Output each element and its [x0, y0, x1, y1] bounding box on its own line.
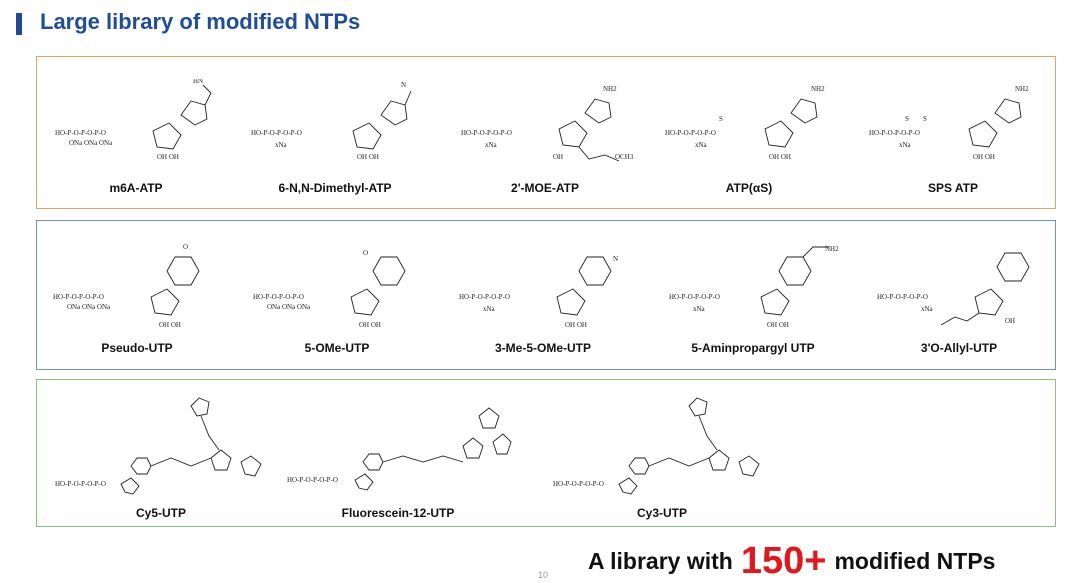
callout-count: 150+: [740, 540, 827, 582]
molecule-structure: HO-P-O-P-O-P-O: [553, 397, 760, 495]
molecule-structure: HO-P-O-P-O-P-O xNa N OH OH: [251, 81, 412, 161]
molecule-card: HO-P-O-P-O-P-O xNa OH 3'O-Allyl-UTP: [871, 241, 1047, 355]
molecule-label: 3'O-Allyl-UTP: [920, 341, 998, 355]
molecule-structure: HO-P-O-P-O-P-O: [55, 397, 262, 495]
svg-text:OH OH: OH OH: [565, 321, 587, 329]
molecule-card: HO-P-O-P-O-P-O ONa ONa ONa O OH OH 5-OMe…: [247, 241, 427, 355]
svg-text:OH OH: OH OH: [767, 321, 789, 329]
page-number: 10: [538, 570, 549, 580]
molecule-label: 3-Me-5-OMe-UTP: [494, 341, 591, 355]
svg-text:N: N: [401, 81, 406, 89]
svg-text:HO-P-O-P-O-P-O: HO-P-O-P-O-P-O: [253, 293, 304, 301]
svg-text:O: O: [363, 249, 368, 257]
svg-text:HO-P-O-P-O-P-O: HO-P-O-P-O-P-O: [53, 293, 104, 301]
callout-prefix: A library with: [588, 548, 733, 574]
molecule-label: 2'-MOE-ATP: [511, 181, 579, 195]
molecule-card: HO-P-O-P-O-P-O S xNa NH2 OH OH ATP(αS): [659, 79, 839, 195]
svg-text:OH OH: OH OH: [359, 321, 381, 329]
molecule-structure: HO-P-O-P-O-P-O S S xNa NH2 OH OH: [869, 85, 1029, 161]
svg-text:OH OH: OH OH: [973, 153, 995, 161]
molecule-label: 5-Aminpropargyl UTP: [691, 341, 815, 355]
svg-text:ONa ONa ONa: ONa ONa ONa: [67, 303, 111, 311]
molecule-label: 6-N,N-Dimethyl-ATP: [278, 181, 392, 195]
molecule-structure: HO-P-O-P-O-P-O ONa ONa ONa HN OH OH: [55, 79, 212, 161]
molecule-label: SPS ATP: [927, 181, 978, 195]
molecule-label: Pseudo-UTP: [101, 341, 173, 355]
svg-text:OH OH: OH OH: [769, 153, 791, 161]
library-size-callout: A library with 150+ modified NTPs: [588, 540, 995, 583]
svg-text:xNa: xNa: [485, 141, 498, 149]
molecule-card: HO-P-O-P-O-P-O Fluorescein-12-UTP: [283, 386, 513, 520]
molecule-label: Cy5-UTP: [135, 506, 186, 520]
molecule-label: 5-OMe-UTP: [304, 341, 370, 355]
svg-text:HO-P-O-P-O-P-O: HO-P-O-P-O-P-O: [459, 293, 510, 301]
svg-text:OH: OH: [1005, 317, 1015, 325]
svg-text:HO-P-O-P-O-P-O: HO-P-O-P-O-P-O: [251, 129, 302, 137]
svg-text:OCH3: OCH3: [615, 153, 634, 161]
svg-text:HO-P-O-P-O-P-O: HO-P-O-P-O-P-O: [877, 293, 928, 301]
svg-text:HO-P-O-P-O-P-O: HO-P-O-P-O-P-O: [55, 129, 106, 137]
svg-text:ONa ONa ONa: ONa ONa ONa: [69, 139, 113, 147]
molecule-card: HO-P-O-P-O-P-O S S xNa NH2 OH OH SPS ATP: [863, 79, 1043, 195]
molecule-card: HO-P-O-P-O-P-O Cy3-UTP: [549, 386, 775, 520]
molecule-structure: HO-P-O-P-O-P-O xNa NH2 OH OH: [669, 245, 839, 329]
svg-text:N: N: [613, 255, 618, 263]
svg-text:OH OH: OH OH: [159, 321, 181, 329]
molecule-card: HO-P-O-P-O-P-O xNa NH2 OH OCH3 2'-MOE-AT…: [455, 79, 635, 195]
callout-suffix: modified NTPs: [834, 548, 996, 574]
svg-text:HO-P-O-P-O-P-O: HO-P-O-P-O-P-O: [55, 480, 106, 488]
molecule-structure: HO-P-O-P-O-P-O xNa N OH OH: [459, 255, 618, 329]
molecule-label: m6A-ATP: [109, 181, 163, 195]
molecule-structure: HO-P-O-P-O-P-O xNa NH2 OH OCH3: [461, 85, 634, 162]
svg-text:NH2: NH2: [603, 85, 617, 93]
molecule-label: ATP(αS): [725, 181, 773, 195]
svg-text:ONa ONa ONa: ONa ONa ONa: [267, 303, 311, 311]
svg-text:S: S: [905, 115, 909, 123]
page-title: Large library of modified NTPs: [40, 9, 361, 34]
svg-text:NH2: NH2: [825, 245, 839, 253]
molecule-label: Cy3-UTP: [636, 506, 687, 520]
svg-text:xNa: xNa: [695, 141, 708, 149]
molecule-card: HO-P-O-P-O-P-O xNa N OH OH 6-N,N-Dimethy…: [245, 79, 425, 195]
svg-text:xNa: xNa: [899, 141, 912, 149]
svg-text:HO-P-O-P-O-P-O: HO-P-O-P-O-P-O: [553, 480, 604, 488]
svg-text:O: O: [183, 243, 188, 251]
svg-text:NH2: NH2: [1015, 85, 1029, 93]
svg-text:HO-P-O-P-O-P-O: HO-P-O-P-O-P-O: [461, 129, 512, 137]
svg-text:OH: OH: [553, 153, 563, 161]
svg-text:NH2: NH2: [811, 85, 825, 93]
svg-text:HN: HN: [193, 79, 203, 85]
molecule-label: Fluorescein-12-UTP: [341, 506, 455, 520]
molecule-structure: HO-P-O-P-O-P-O: [287, 407, 512, 491]
panel-utp-analogs: HO-P-O-P-O-P-O ONa ONa ONa O OH OH Pseud…: [36, 220, 1056, 370]
molecule-card: HO-P-O-P-O-P-O ONa ONa ONa HN OH OH m6A-…: [51, 79, 221, 195]
molecule-structure: HO-P-O-P-O-P-O S xNa NH2 OH OH: [665, 85, 825, 161]
svg-text:HO-P-O-P-O-P-O: HO-P-O-P-O-P-O: [869, 129, 920, 137]
svg-text:S: S: [719, 115, 723, 123]
svg-text:HO-P-O-P-O-P-O: HO-P-O-P-O-P-O: [669, 293, 720, 301]
molecule-card: HO-P-O-P-O-P-O Cy5-UTP: [51, 386, 271, 520]
panel-dye-labeled-utps: HO-P-O-P-O-P-O Cy5-UTP HO-P-O-P-O-P-O Fl…: [36, 379, 1056, 527]
svg-text:xNa: xNa: [483, 305, 496, 313]
molecule-structure: HO-P-O-P-O-P-O ONa ONa ONa O OH OH: [253, 249, 406, 329]
molecule-card: HO-P-O-P-O-P-O ONa ONa ONa O OH OH Pseud…: [47, 241, 227, 355]
svg-text:xNa: xNa: [693, 305, 706, 313]
svg-text:OH OH: OH OH: [357, 153, 379, 161]
svg-text:OH OH: OH OH: [157, 153, 179, 161]
molecule-card: HO-P-O-P-O-P-O xNa N OH OH 3-Me-5-OMe-UT…: [453, 241, 633, 355]
molecule-structure: HO-P-O-P-O-P-O xNa OH: [877, 252, 1030, 326]
panel-atp-analogs: HO-P-O-P-O-P-O ONa ONa ONa HN OH OH m6A-…: [36, 56, 1056, 209]
svg-text:S: S: [923, 115, 927, 123]
molecule-card: HO-P-O-P-O-P-O xNa NH2 OH OH 5-Aminpropa…: [663, 241, 843, 355]
svg-text:xNa: xNa: [921, 305, 934, 313]
molecule-structure: HO-P-O-P-O-P-O ONa ONa ONa O OH OH: [53, 243, 200, 329]
svg-text:HO-P-O-P-O-P-O: HO-P-O-P-O-P-O: [665, 129, 716, 137]
svg-text:HO-P-O-P-O-P-O: HO-P-O-P-O-P-O: [287, 476, 338, 484]
title-accent-bar: [16, 13, 22, 35]
svg-text:xNa: xNa: [275, 141, 288, 149]
